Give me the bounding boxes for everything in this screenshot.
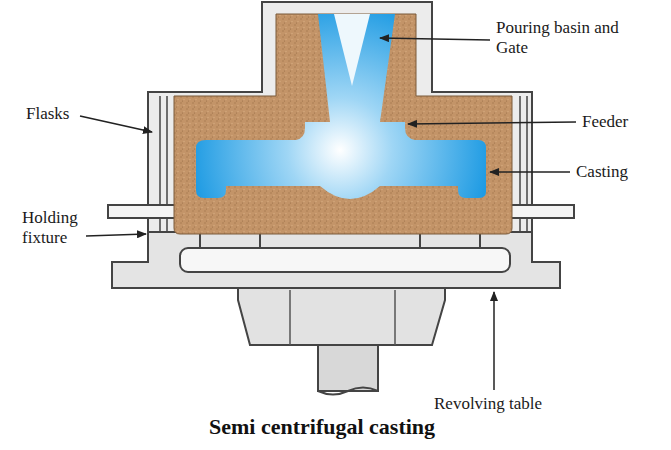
fixture-label: Holding fixture [22, 208, 84, 248]
flask-label: Flasks [26, 104, 86, 124]
gate-label: Pouring basin and Gate [496, 18, 626, 58]
table-label: Revolving table [434, 394, 574, 414]
feeder-label: Feeder [582, 112, 662, 132]
caption: Semi centrifugal casting [209, 414, 435, 440]
casting-label: Casting [576, 162, 661, 182]
